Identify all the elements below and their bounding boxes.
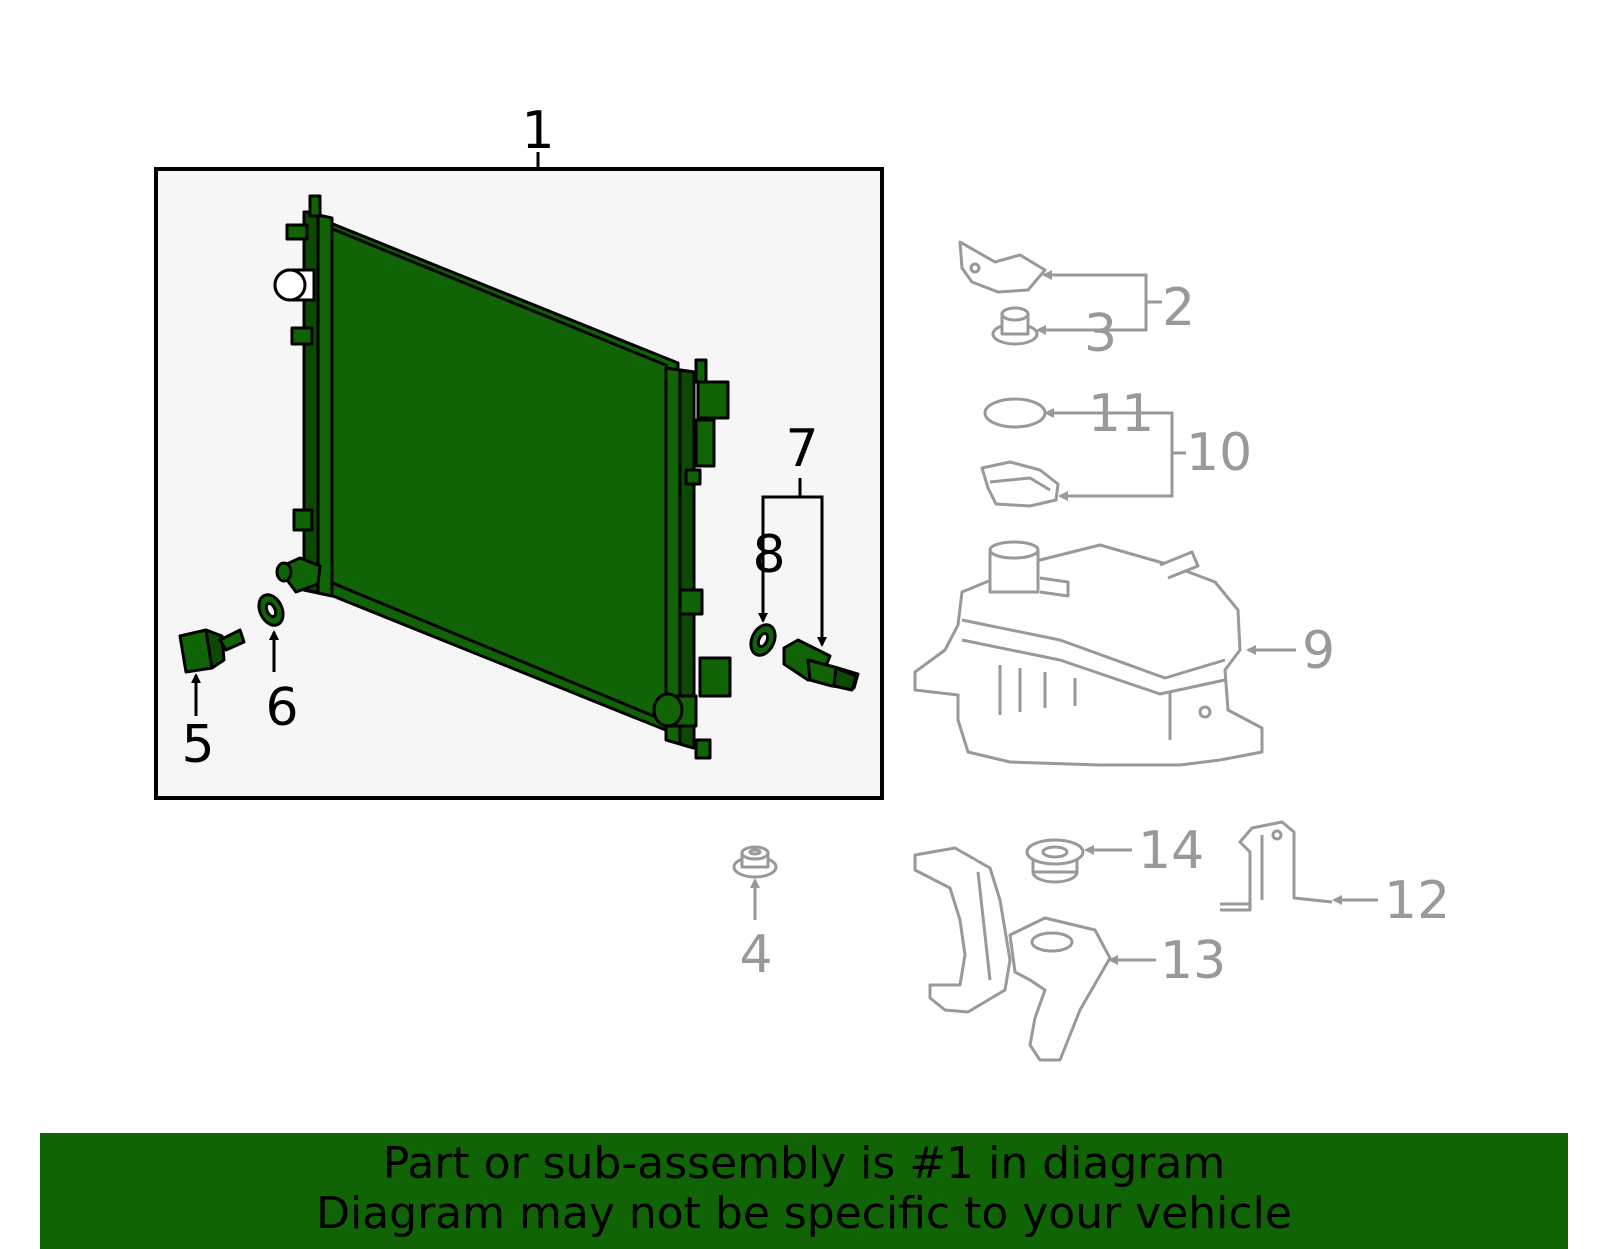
drain-plug[interactable] — [178, 628, 246, 674]
banner-line-2: Diagram may not be specific to your vehi… — [316, 1188, 1292, 1239]
drain-cock-7[interactable] — [782, 638, 860, 692]
callout-7: 7 — [785, 419, 818, 479]
callout-1: 1 — [521, 101, 554, 161]
bracket-2[interactable] — [958, 240, 1047, 294]
callout-3: 3 — [1084, 304, 1117, 364]
callout-2: 2 — [1162, 278, 1195, 338]
o-ring-11[interactable] — [983, 397, 1047, 429]
seal-ring-8[interactable] — [746, 621, 779, 659]
info-banner: Part or sub-assembly is #1 in diagram Di… — [40, 1133, 1568, 1249]
grommet-14[interactable] — [1025, 838, 1085, 884]
grommet-4[interactable] — [732, 845, 778, 879]
callout-14: 14 — [1138, 821, 1204, 881]
grommet-3[interactable] — [991, 306, 1039, 346]
callout-13: 13 — [1160, 931, 1226, 991]
callout-11: 11 — [1088, 384, 1154, 444]
bracket-7-8 — [761, 495, 824, 642]
callout-5: 5 — [181, 715, 214, 775]
callout-6: 6 — [265, 678, 298, 738]
reservoir-cap-10[interactable] — [980, 460, 1060, 508]
radiator[interactable] — [273, 194, 732, 760]
o-ring-6[interactable] — [254, 591, 287, 629]
bracket-12[interactable] — [1220, 820, 1333, 912]
coolant-reservoir-9[interactable] — [913, 540, 1264, 767]
callout-9: 9 — [1302, 621, 1335, 681]
callout-12: 12 — [1384, 871, 1450, 931]
callout-10: 10 — [1186, 423, 1252, 483]
banner-line-1: Part or sub-assembly is #1 in diagram — [382, 1138, 1226, 1189]
callout-8: 8 — [752, 525, 785, 585]
bracket-13[interactable] — [913, 846, 1112, 1062]
callout-4: 4 — [739, 925, 772, 985]
